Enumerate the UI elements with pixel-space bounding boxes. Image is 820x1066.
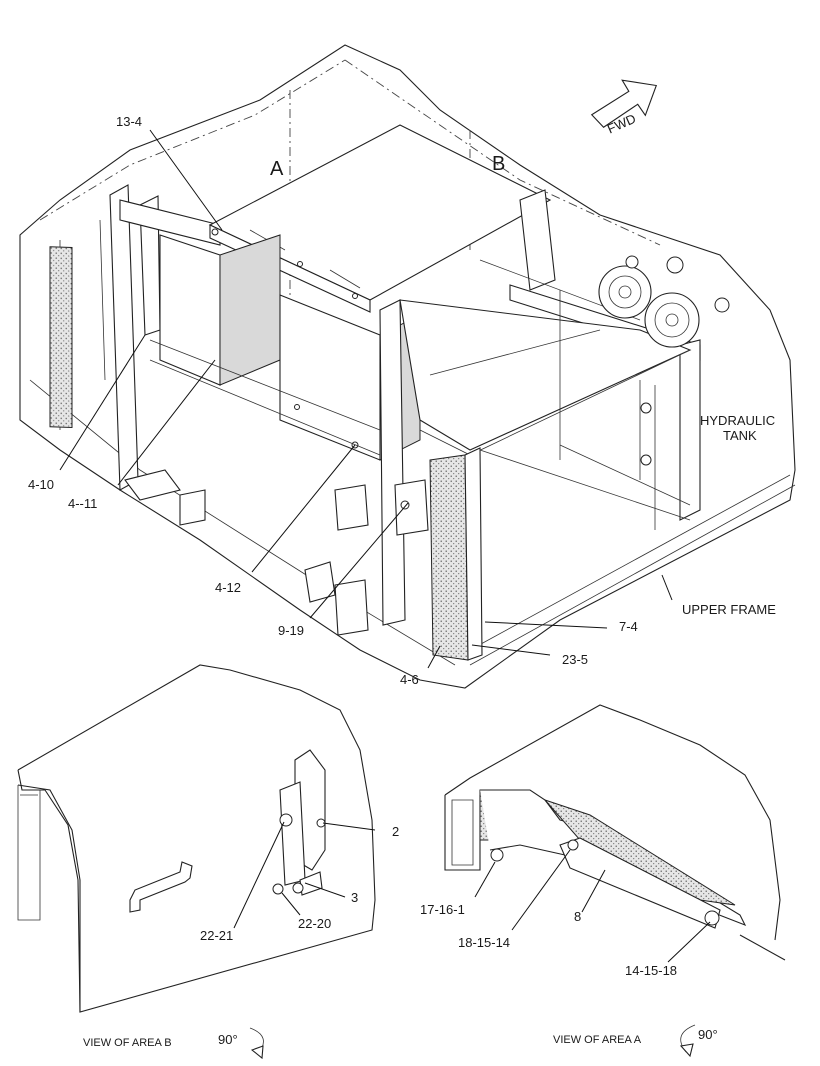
callout-14-15-18: 14-15-18 (625, 963, 677, 978)
callout-8: 8 (574, 909, 581, 924)
upper-frame-label: UPPER FRAME (682, 602, 776, 617)
hydraulic-tank-label-line2: TANK (723, 428, 757, 443)
callout-17-16-1: 17-16-1 (420, 902, 465, 917)
main-assembly (19, 44, 796, 689)
callout-22-21: 22-21 (200, 928, 233, 943)
view-area-b-caption: VIEW OF AREA B (83, 1037, 172, 1049)
callout-4-11: 4--11 (68, 496, 97, 511)
callout-3: 3 (351, 890, 358, 905)
callout-18-15-14: 18-15-14 (458, 935, 510, 950)
callout-4-6: 4-6 (400, 672, 419, 687)
rotation-a-label: 90° (698, 1027, 718, 1042)
callout-22-20: 22-20 (298, 916, 331, 931)
hydraulic-tank-label: HYDRAULIC (700, 413, 775, 428)
rotate-clockwise-icon (249, 1027, 264, 1060)
fan-icon (598, 265, 652, 319)
rotate-counterclockwise-icon (679, 1024, 696, 1058)
area-b-marker: B (492, 153, 505, 175)
area-a-marker: A (270, 158, 284, 180)
callout-2: 2 (392, 824, 399, 839)
rotation-b-label: 90° (218, 1032, 238, 1047)
callout-13-4: 13-4 (116, 114, 142, 129)
view-area-a-caption: VIEW OF AREA A (553, 1034, 642, 1046)
callout-7-4: 7-4 (619, 619, 638, 634)
fan-icon (644, 292, 700, 348)
callout-23-5: 23-5 (562, 652, 588, 667)
arrow-icon: FWD (590, 79, 658, 137)
view-area-a (444, 704, 786, 961)
callout-4-12: 4-12 (215, 580, 241, 595)
view-area-b (17, 664, 376, 1013)
callout-4-10: 4-10 (28, 477, 54, 492)
callout-9-19: 9-19 (278, 623, 304, 638)
